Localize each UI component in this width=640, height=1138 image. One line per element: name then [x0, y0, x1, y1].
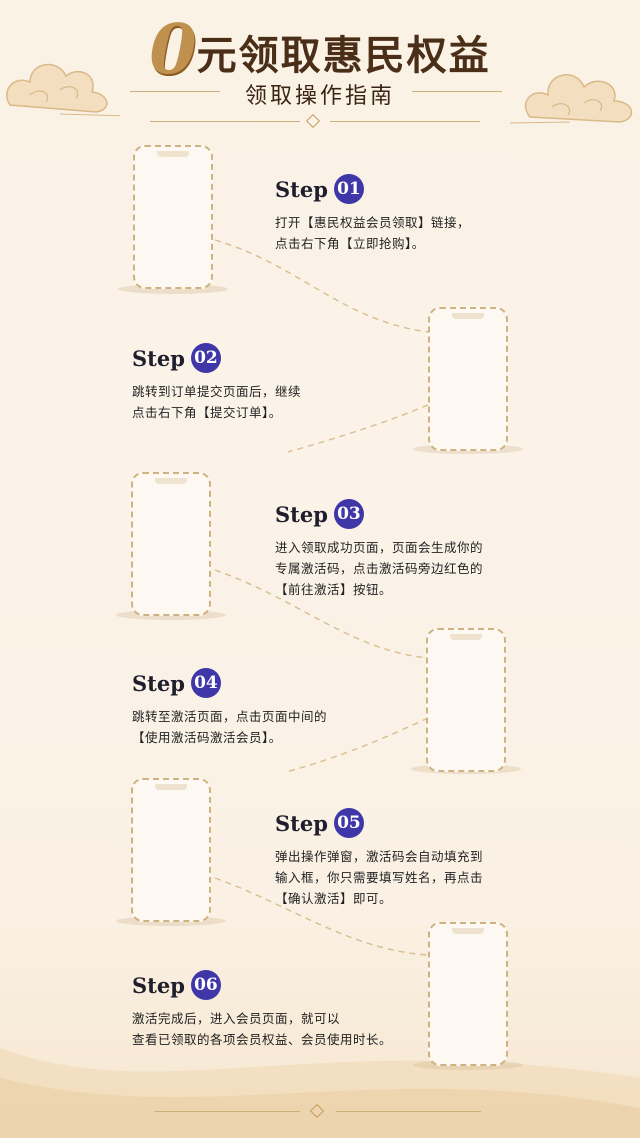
phone-placeholder-icon: [428, 922, 508, 1066]
step-text: 【前往激活】按钮。: [275, 582, 393, 597]
step-word: Step: [275, 810, 328, 836]
page-subtitle: 领取操作指南: [244, 84, 395, 109]
step-text: 专属激活码，点击激活码旁边红色的: [275, 561, 484, 576]
cloud-left-icon: [6, 63, 120, 117]
step-number-badge: 03: [333, 499, 364, 529]
silk-wave-decoration: [0, 1048, 640, 1138]
subtitle-line-right: [412, 91, 502, 92]
step-word: Step: [132, 345, 185, 371]
step-word: Step: [132, 670, 185, 696]
step-text: 弹出操作弹窗，激活码会自动填充到: [275, 849, 484, 864]
step-text: 点击右下角【立即抢购】。: [275, 236, 425, 251]
step-text: 查看已领取的各项会员权益、会员使用时长。: [132, 1032, 393, 1047]
step-text: 跳转到订单提交页面后，继续: [132, 384, 302, 399]
divider-right: [330, 121, 480, 122]
step-text: 【使用激活码激活会员】。: [132, 730, 282, 745]
step-word: Step: [275, 176, 328, 202]
step-word: Step: [275, 501, 328, 527]
step-number-badge: 01: [333, 174, 364, 204]
step-number-badge: 02: [190, 343, 221, 373]
divider-left: [150, 121, 300, 122]
phone-placeholder-icon: [428, 307, 508, 451]
phone-placeholder-icon: [131, 472, 211, 616]
page-title: 0元领取惠民权益: [0, 10, 640, 90]
step-text: 进入领取成功页面，页面会生成你的: [275, 540, 484, 555]
title-text: 元领取惠民权益: [196, 32, 491, 79]
step-text: 打开【惠民权益会员领取】链接，: [275, 215, 471, 230]
phone-placeholder-icon: [133, 145, 213, 289]
step-number-badge: 04: [190, 668, 221, 698]
phone-shadow: [118, 284, 228, 294]
step-text: 输入框，你只需要填写姓名，再点击: [275, 870, 484, 885]
title-zero: 0: [149, 10, 197, 90]
footer-divider-left: [155, 1111, 300, 1112]
footer-divider-right: [336, 1111, 481, 1112]
step-text: 【确认激活】即可。: [275, 891, 393, 906]
step-word: Step: [132, 972, 185, 998]
cloud-right-icon: [510, 74, 633, 124]
step-number-badge: 06: [190, 970, 221, 1000]
step-text: 跳转至激活页面，点击页面中间的: [132, 709, 328, 724]
step-number-badge: 05: [333, 808, 364, 838]
subtitle-line-left: [130, 91, 220, 92]
phone-placeholder-icon: [131, 778, 211, 922]
step-text: 点击右下角【提交订单】。: [132, 405, 282, 420]
phone-placeholder-icon: [426, 628, 506, 772]
step-text: 激活完成后，进入会员页面，就可以: [132, 1011, 341, 1026]
